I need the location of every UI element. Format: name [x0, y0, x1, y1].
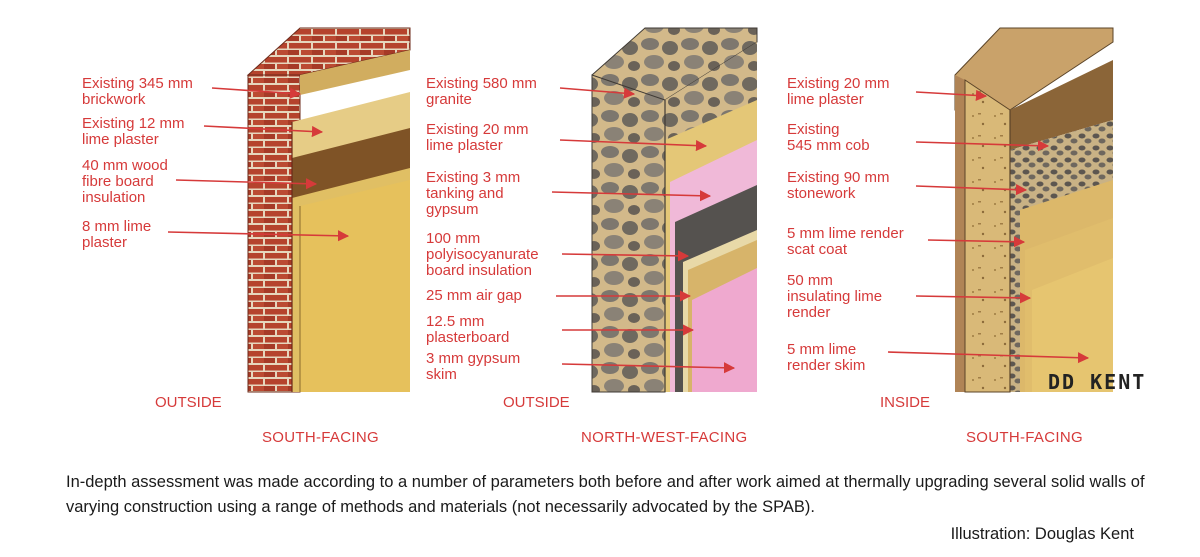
arrow-2-tanking [551, 190, 712, 202]
wall-3-facing-label: SOUTH-FACING [966, 429, 1083, 446]
arrow-2-lime-plaster [559, 139, 708, 152]
arrow-2-pir [561, 250, 690, 262]
wall-2-layer-2-label: Existing 20 mm lime plaster [426, 121, 529, 154]
wall-3-layer-1-label: Existing 20 mm lime plaster [787, 75, 890, 108]
arrow-1-brickwork [211, 87, 302, 99]
wall-2-position-label: OUTSIDE [503, 394, 570, 411]
arrow-3-skim [887, 351, 1090, 364]
arrow-1-wood-fibre [175, 178, 318, 190]
wall-2-layer-7-label: 3 mm gypsum skim [426, 350, 521, 383]
wall-1-position-label: OUTSIDE [155, 394, 222, 411]
arrow-1-lime-plaster-8mm [167, 230, 350, 242]
wall-3-cob-section [954, 27, 1114, 393]
arrow-3-lime-plaster [915, 89, 988, 102]
arrow-2-gypsum-skim [561, 362, 736, 374]
wall-2-layer-3-label: Existing 3 mm tanking and gypsum [426, 169, 521, 218]
wall-1-layer-4-label: 8 mm lime plaster [82, 218, 152, 251]
figure-caption: In-depth assessment was made according t… [66, 473, 1145, 516]
arrow-3-insulating-render [915, 292, 1032, 304]
wall-1-brick-section [246, 27, 411, 393]
wall-3-layer-3-label: Existing 90 mm stonework [787, 169, 890, 202]
wall-1-facing-label: SOUTH-FACING [262, 429, 379, 446]
wall-3-layer-2-label: Existing 545 mm cob [787, 121, 870, 154]
wall-2-layer-5-label: 25 mm air gap [426, 287, 522, 304]
arrow-2-granite [559, 87, 636, 99]
wall-2-layer-6-label: 12.5 mm plasterboard [426, 313, 510, 346]
wall-2-layer-1-label: Existing 580 mm granite [426, 75, 537, 108]
wall-2-granite-section [591, 27, 758, 393]
arrow-3-scat-coat [927, 236, 1026, 248]
wall-3-layer-5-label: 50 mm insulating lime render [787, 272, 883, 321]
wall-2-facing-label: NORTH-WEST-FACING [581, 429, 748, 446]
artist-signature: DD KENT [1048, 370, 1147, 394]
arrow-3-cob [915, 140, 1050, 152]
wall-1-layer-2-label: Existing 12 mm lime plaster [82, 115, 185, 148]
wall-3-position-label: INSIDE [880, 394, 931, 411]
leader-arrows [167, 87, 1090, 374]
wall-3-layer-6-label: 5 mm lime render skim [787, 341, 866, 374]
wall-1-layer-3-label: 40 mm wood fibre board insulation [82, 157, 168, 206]
wall-sections-illustration [167, 27, 1114, 393]
arrow-3-stonework [915, 184, 1028, 196]
illustration-credit: Illustration: Douglas Kent [950, 525, 1134, 543]
wall-2-layer-4-label: 100 mm polyisocyanurate board insulation [426, 230, 539, 279]
wall-3-layer-4-label: 5 mm lime render scat coat [787, 225, 904, 258]
arrow-1-lime-plaster [203, 125, 324, 138]
wall-1-layer-1-label: Existing 345 mm brickwork [82, 75, 193, 108]
